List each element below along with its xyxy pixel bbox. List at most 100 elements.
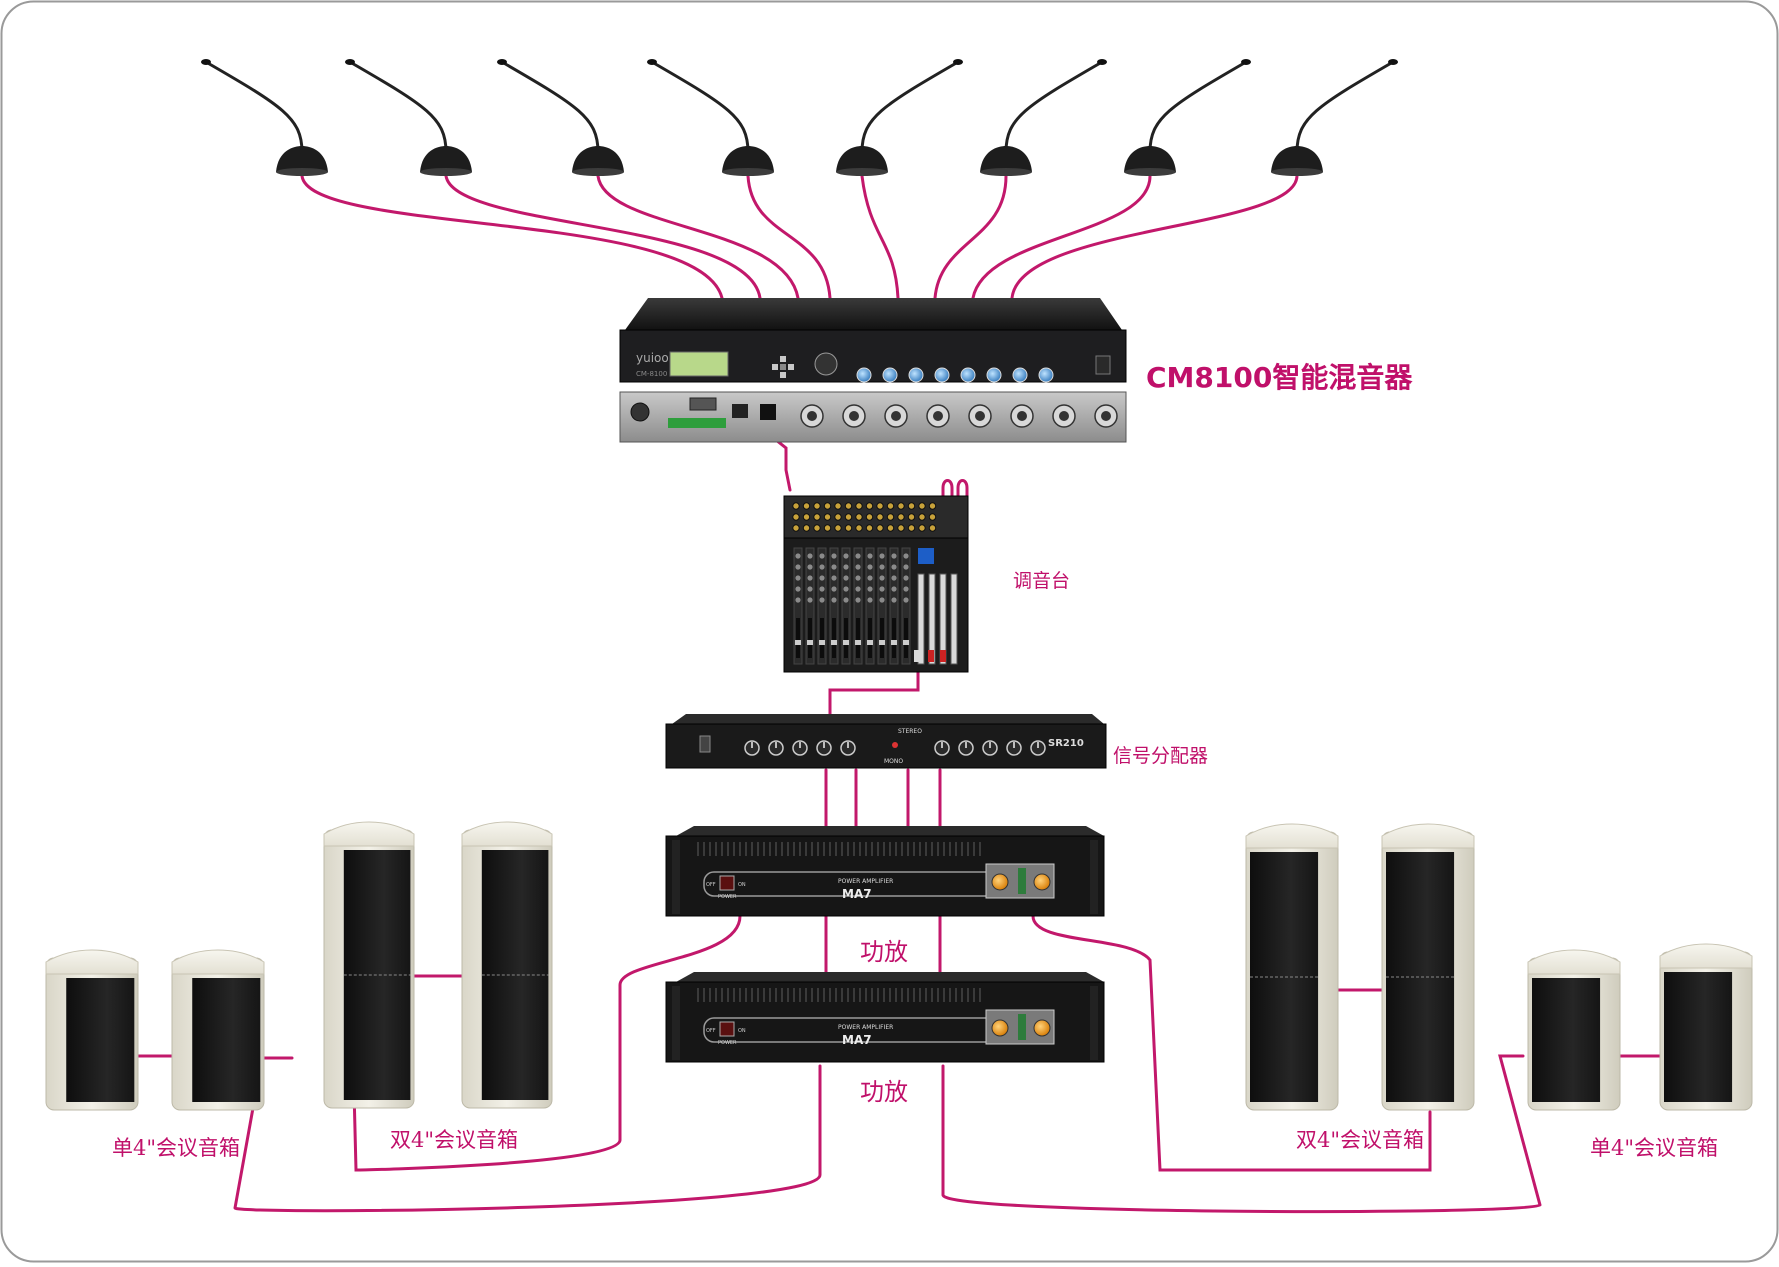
cm8100-output-port [760, 404, 776, 420]
console-knob [879, 597, 885, 603]
console-jack [855, 502, 863, 510]
speaker-single-right-2 [1659, 943, 1753, 1111]
amplifier-title-text: POWER AMPLIFIER [838, 878, 893, 885]
console-knob [867, 553, 873, 559]
console-knob [807, 553, 813, 559]
console-knob [879, 586, 885, 592]
console-fader [807, 640, 813, 645]
speaker-double-right-label: 双4"会议音箱 [1296, 1128, 1425, 1152]
console-jack [792, 513, 800, 521]
console-jack [897, 513, 905, 521]
amplifier-power-text: POWER [718, 1040, 737, 1046]
console-channel-strip-8 [877, 547, 887, 665]
cable-amp1-right-double [1031, 914, 1432, 1172]
speaker-cap [461, 821, 553, 847]
amplifier-rack-ear-right [1090, 986, 1098, 1060]
cm8100-nav-buttons [772, 356, 794, 378]
amplifier-volume-knob-b [1033, 1019, 1051, 1037]
amplifier-rack-ear-left [672, 840, 680, 914]
speaker-double-left-1 [323, 821, 415, 1109]
microphone-head [953, 59, 963, 65]
console-jack [823, 524, 832, 532]
speaker-cap [171, 949, 265, 975]
cm8100-channel-knobs [856, 367, 1054, 383]
console-fader-slot [808, 618, 812, 658]
microphone-base-rim [1124, 168, 1176, 176]
console-knob [831, 575, 837, 581]
console-knob [903, 586, 909, 592]
speaker-grille [1664, 972, 1733, 1102]
console-fader [819, 640, 825, 645]
console-channel-strip-7 [865, 547, 875, 665]
cm8100-channel-knob-8 [1038, 367, 1054, 383]
cm8100-lcd [669, 351, 729, 377]
microphone-row [201, 59, 1398, 176]
console-display [918, 548, 934, 564]
microphone-gooseneck [501, 60, 600, 153]
console-jack [918, 524, 926, 532]
microphone-gooseneck [651, 60, 750, 153]
console-channel-strip-4 [829, 547, 839, 665]
microphone-5 [836, 59, 963, 176]
amplifier-power-text: POWER [718, 894, 737, 900]
speaker-double-right-1 [1245, 823, 1339, 1111]
signal-splitter: STEREO MONO SR210 [665, 714, 1107, 769]
speaker-double-left-2 [461, 821, 553, 1109]
speaker-cap [323, 821, 415, 847]
console-jacks [792, 502, 937, 532]
microphone-gooseneck [1148, 60, 1247, 153]
cable-amp2-left-single [233, 1056, 822, 1213]
microphone-base-rim [836, 168, 888, 176]
cm8100-top [625, 298, 1122, 330]
cm8100-terminal-block [668, 418, 726, 428]
console-knob [855, 597, 861, 603]
console-knob [855, 564, 861, 570]
microphone-base [980, 146, 1032, 172]
console-jack [928, 502, 937, 510]
amplifier-on-text: ON [738, 1028, 746, 1034]
console-fader [891, 640, 897, 645]
cm8100-xlr-input-core [933, 411, 943, 421]
console-fader [867, 640, 873, 645]
amplifier-volume-knob-a [991, 1019, 1009, 1037]
console-channel-strip-5 [841, 547, 851, 665]
microphone-base [836, 146, 888, 172]
console-knob [843, 586, 849, 592]
amplifier-rack-ear-left [672, 986, 680, 1060]
cm8100-brand: yuioo [636, 351, 669, 365]
microphone-gooseneck [1295, 60, 1394, 153]
console-jack [918, 513, 926, 521]
console-knob [843, 575, 849, 581]
splitter-label: 信号分配器 [1113, 745, 1209, 767]
console-knob [891, 586, 897, 592]
microphone-base-rim [420, 168, 472, 176]
console-knob [831, 586, 837, 592]
console-master-section [950, 573, 958, 665]
amplifier-model-text: MA7 [842, 887, 872, 901]
console-jack [792, 524, 800, 532]
microphone-head [647, 59, 657, 65]
splitter-power-switch [699, 735, 711, 753]
amplifier-level-meter [1018, 1014, 1026, 1040]
console-knob [795, 575, 801, 581]
console-jack [855, 513, 863, 521]
console-knob [843, 553, 849, 559]
cm8100-xlr-input-core [849, 411, 859, 421]
console-jack [844, 502, 853, 510]
cable-cm8100-console [774, 438, 792, 492]
cm8100-xlr-input-core [1059, 411, 1069, 421]
cable-mic-5 [860, 174, 900, 300]
cm8100-channel-knob-2 [882, 367, 898, 383]
console-knob [819, 597, 825, 603]
cm8100-power-switch [1095, 355, 1111, 375]
speaker-double-right-2 [1381, 823, 1475, 1111]
microphone-base [420, 146, 472, 172]
cable-group [136, 174, 1662, 1214]
cable-mic-4 [746, 174, 832, 300]
cm8100-xlr-input-core [807, 411, 817, 421]
cm8100-mixer: yuioo CM-8100 [619, 298, 1127, 443]
console-jack [855, 524, 863, 532]
console-master-section [928, 573, 936, 665]
console-jack [907, 524, 916, 532]
